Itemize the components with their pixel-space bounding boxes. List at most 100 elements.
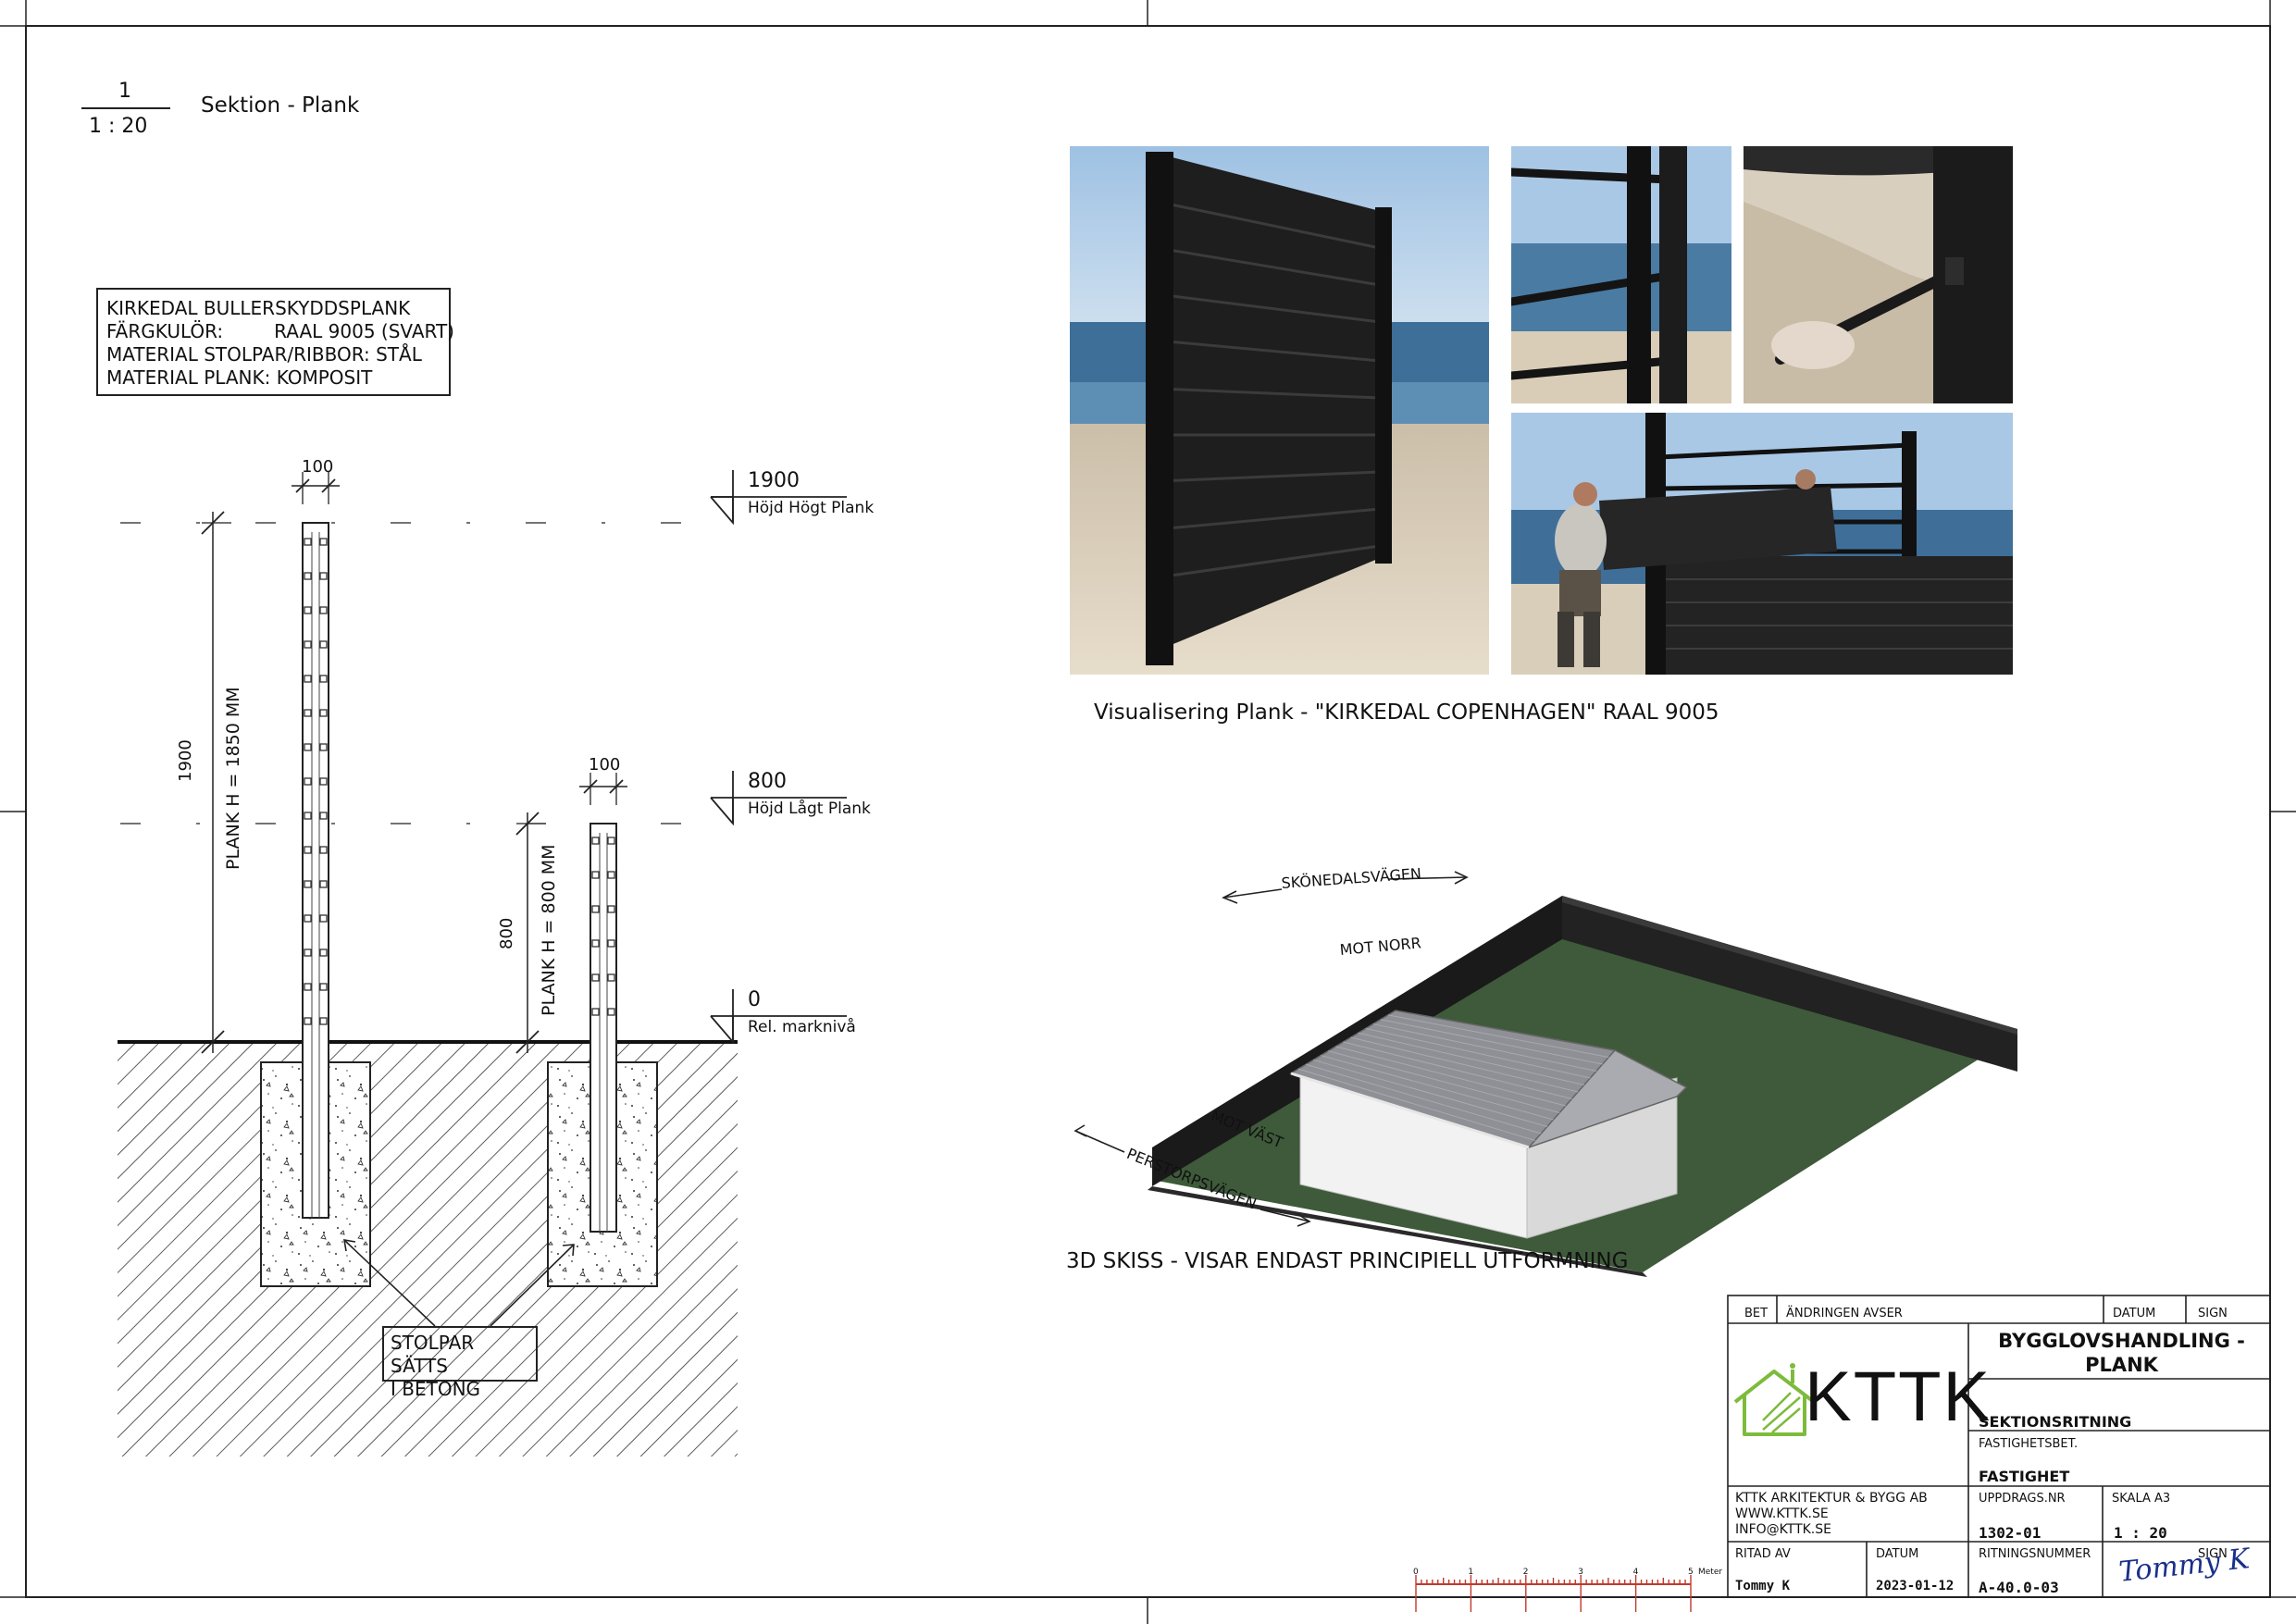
dim-post-width-high: 100 (302, 457, 334, 477)
tb-ritningsnummer-value: A-40.0-03 (1979, 1579, 2059, 1596)
tb-hdr-bet: BET (1744, 1307, 1769, 1320)
roof-shingle-line (1306, 1063, 1542, 1134)
roof-shingle-line (1321, 1055, 1554, 1121)
post-stud (319, 846, 328, 854)
dim-post-width-low: 100 (589, 755, 621, 775)
level-ground-label: Rel. marknivå (748, 1018, 856, 1036)
post-stud (591, 1008, 600, 1016)
tb-hdr-datum: DATUM (2113, 1307, 2156, 1320)
scale-bar-label: 0 (1413, 1568, 1419, 1577)
scale-bar-unit: Meter (1698, 1568, 1723, 1577)
post-stud (591, 939, 600, 948)
post-stud (319, 914, 328, 923)
level-ground-value: 0 (748, 988, 761, 1011)
tb-uppdragsnr-label: UPPDRAGS.NR (1979, 1492, 2066, 1506)
post-stud (319, 880, 328, 888)
post-stud (319, 983, 328, 991)
post-stud (319, 777, 328, 786)
tb-company-email: INFO@KTTK.SE (1735, 1522, 1831, 1537)
roof-shingle-line (1387, 1014, 1609, 1058)
level-high-value: 1900 (748, 469, 800, 492)
post-stud (319, 675, 328, 683)
roof-shingle-line (1372, 1023, 1597, 1072)
spec-material-plank: MATERIAL PLANK: KOMPOSIT (106, 366, 373, 389)
tb-project-title: BYGGLOVSHANDLING - PLANK (1998, 1330, 2245, 1376)
post-stud (607, 905, 615, 913)
tb-drawing-type: SEKTIONSRITNING (1979, 1413, 2132, 1431)
photo-plank-beach (1070, 146, 1489, 675)
post-stud (304, 640, 312, 649)
post-stud (304, 538, 312, 546)
level-low-label: Höjd Lågt Plank (748, 800, 871, 818)
spec-color: FÄRGKULÖR:RAAL 9005 (SVART) (106, 320, 454, 343)
roof-shingle-line (1313, 1059, 1548, 1127)
tb-skala-label: SKALA A3 (2112, 1492, 2171, 1506)
roof-shingle-line (1358, 1032, 1584, 1085)
tb-sign-label: SIGN (2198, 1547, 2228, 1561)
roof-shingle-line (1350, 1036, 1579, 1093)
scale-bar-label: 5 (1688, 1568, 1694, 1577)
post-stud (304, 777, 312, 786)
roof-shingle-line (1365, 1027, 1591, 1079)
post-stud (304, 914, 312, 923)
tb-ritad-av-value: Tommy K (1735, 1579, 1791, 1593)
tb-datum-label: DATUM (1876, 1547, 1919, 1561)
photo-installing-plank (1511, 413, 2013, 675)
spec-color-label: FÄRGKULÖR: (106, 320, 224, 342)
post-high (302, 522, 329, 1219)
tb-datum-value: 2023-01-12 (1876, 1579, 1955, 1593)
post-stud (319, 948, 328, 957)
tb-fastighet-value: FASTIGHET (1979, 1468, 2070, 1485)
kttk-logo-text: KTTK (1805, 1357, 1992, 1436)
concrete-note-line2: I BETONG (391, 1378, 481, 1400)
post-stud (319, 572, 328, 580)
post-stud (304, 1017, 312, 1025)
scale-bar-label: 2 (1522, 1568, 1529, 1577)
post-stud (319, 606, 328, 614)
tb-uppdragsnr-value: 1302-01 (1979, 1524, 2042, 1542)
post-stud (591, 905, 600, 913)
post-stud (319, 812, 328, 820)
spec-product: KIRKEDAL BULLERSKYDDSPLANK (106, 297, 411, 319)
post-stud (607, 871, 615, 879)
post-stud (304, 983, 312, 991)
concrete-note: STOLPAR SÄTTS I BETONG (382, 1326, 538, 1400)
roof-shingle-line (1335, 1046, 1566, 1107)
post-stud (591, 837, 600, 845)
post-stud (591, 973, 600, 982)
roof-shingle-line (1343, 1041, 1572, 1099)
post-stud (319, 640, 328, 649)
scale-bar-label: 4 (1632, 1568, 1639, 1577)
photo-rails-sea (1511, 146, 1731, 403)
post-stud (304, 675, 312, 683)
view-title: Sektion - Plank (201, 93, 360, 118)
tb-company-web: WWW.KTTK.SE (1735, 1506, 1829, 1521)
sketch-caption: 3D SKISS - VISAR ENDAST PRINCIPIELL UTFO… (1066, 1249, 1629, 1273)
post-stud (607, 939, 615, 948)
tb-skala-value: 1 : 20 (2114, 1524, 2167, 1542)
post-stud (591, 871, 600, 879)
post-stud (319, 743, 328, 751)
spec-box: KIRKEDAL BULLERSKYDDSPLANK FÄRGKULÖR:RAA… (96, 288, 454, 396)
post-stud (304, 606, 312, 614)
view-number: 1 (118, 80, 131, 103)
level-low-value: 800 (748, 770, 787, 793)
tb-hdr-sign: SIGN (2198, 1307, 2228, 1320)
post-stud (304, 948, 312, 957)
tb-ritad-av-label: RITAD AV (1735, 1547, 1791, 1561)
post-stud (607, 837, 615, 845)
post-stud (319, 709, 328, 717)
post-stud (304, 572, 312, 580)
post-stud (319, 1017, 328, 1025)
post-stud (304, 846, 312, 854)
post-stud (304, 743, 312, 751)
roof-shingle-line (1297, 1068, 1535, 1141)
photos-caption: Visualisering Plank - "KIRKEDAL COPENHAG… (1094, 700, 1719, 725)
tb-company-name: KTTK ARKITEKTUR & BYGG AB (1735, 1491, 1928, 1506)
